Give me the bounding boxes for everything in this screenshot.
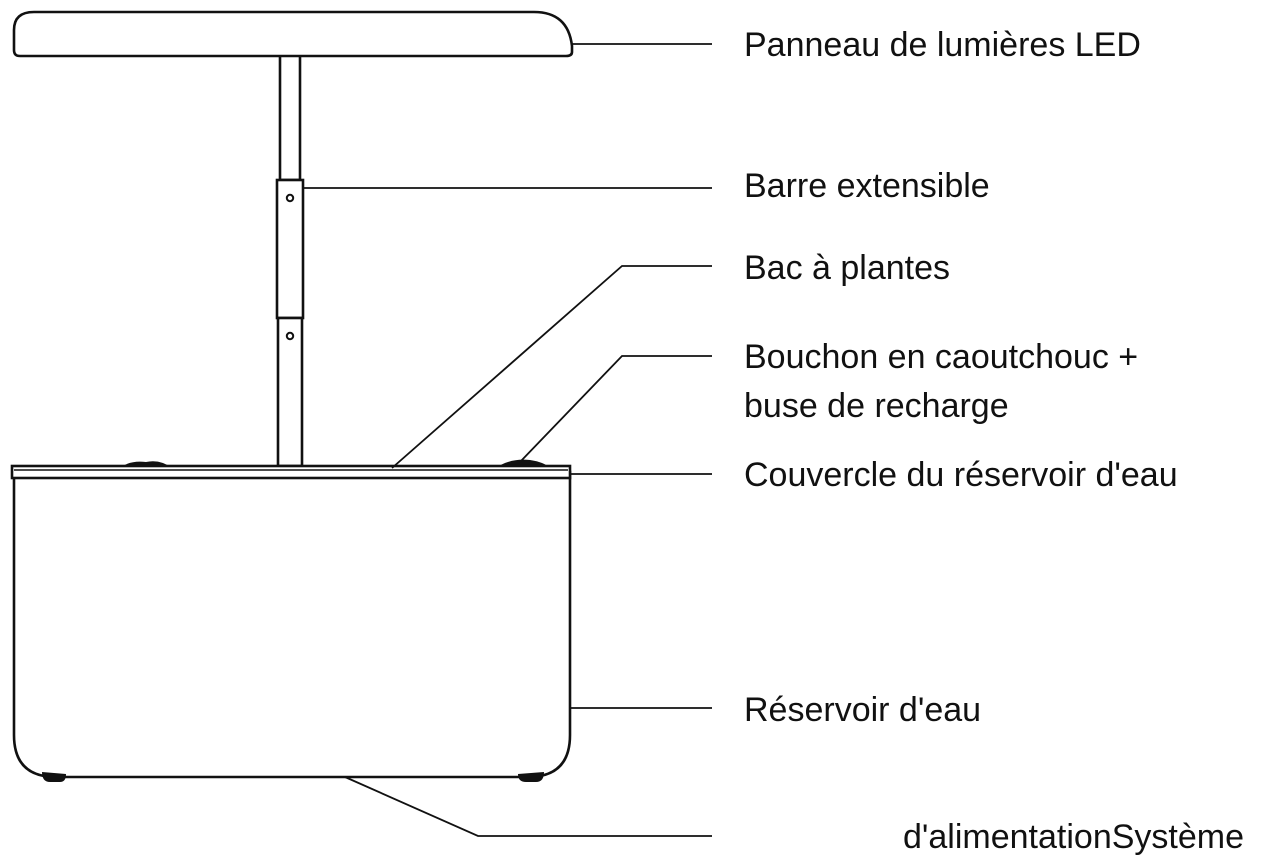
label-water-tank: Réservoir d'eau — [744, 691, 981, 729]
led-panel — [12, 10, 574, 58]
label-rubber-plug-line1: Bouchon en caoutchouc + — [744, 338, 1138, 376]
label-power-system: d'alimentationSystème — [903, 818, 1244, 856]
labels: Panneau de lumières LED Barre extensible… — [744, 26, 1244, 856]
bar-screw-upper — [285, 193, 295, 203]
leader-power-system — [344, 776, 712, 837]
leader-lines — [303, 43, 712, 837]
water-tank — [12, 470, 572, 782]
water-tank-lid — [10, 464, 572, 480]
label-plant-tray: Bac à plantes — [744, 249, 950, 287]
extendable-bar — [275, 50, 305, 468]
label-extendable-bar: Barre extensible — [744, 167, 990, 205]
leader-rubber-plug — [519, 355, 712, 463]
label-tank-lid: Couvercle du réservoir d'eau — [744, 456, 1178, 494]
bar-screw-lower — [285, 331, 295, 341]
label-led-panel: Panneau de lumières LED — [744, 26, 1141, 64]
label-rubber-plug-line2: buse de recharge — [744, 387, 1009, 425]
leader-plant-tray — [391, 265, 712, 469]
